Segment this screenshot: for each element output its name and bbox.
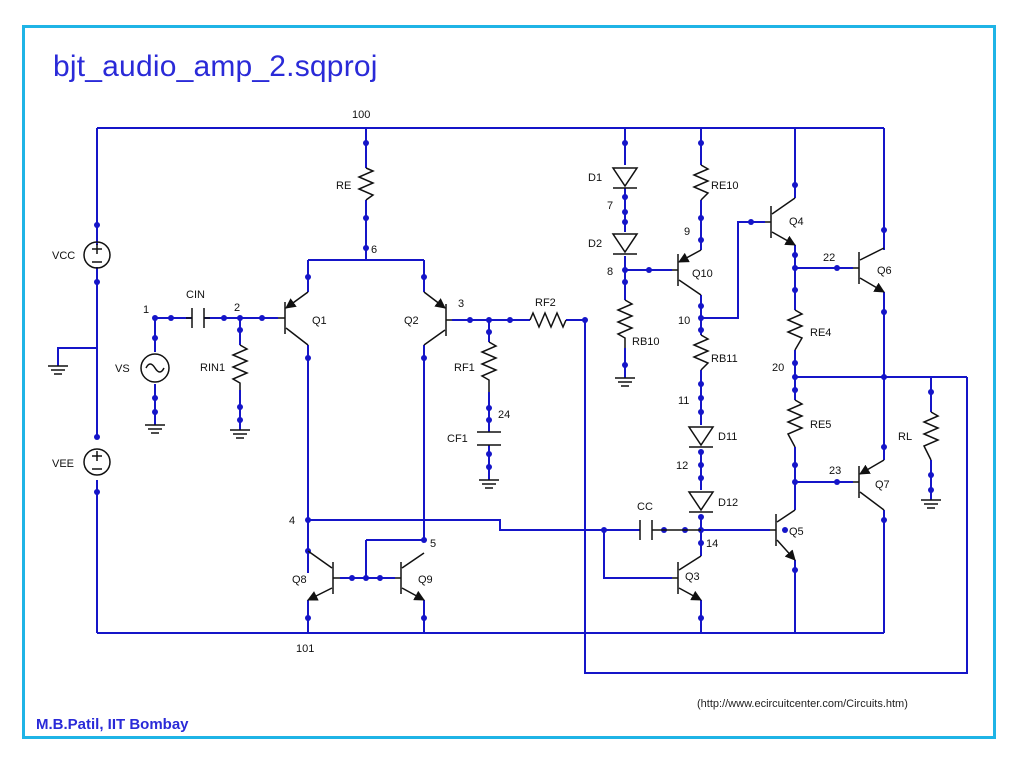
node-label-14: 14 [706,538,718,550]
node-label-7: 7 [607,200,613,212]
node-label-2: 2 [234,302,240,314]
q1-transistor-symbol [278,291,309,346]
q8-label: Q8 [292,574,307,586]
node-label-6: 6 [371,244,377,256]
ground-symbol [615,377,635,387]
q10-label: Q10 [692,268,713,280]
node-label-24: 24 [498,409,510,421]
rf1-label: RF1 [454,362,475,374]
rf2-label: RF2 [535,297,556,309]
d1-label: D1 [588,172,602,184]
slide-title: bjt_audio_amp_2.sqproj [53,50,378,83]
node-label-20: 20 [772,362,784,374]
q5-transistor-symbol [770,509,796,561]
wires [57,127,968,674]
q9-transistor-symbol [395,552,425,601]
q1-label: Q1 [312,315,327,327]
vee-source-symbol [83,448,111,476]
cin-capacitor-symbol [186,308,210,328]
rl-resistor-symbol [922,411,940,461]
re-resistor-symbol [357,167,375,201]
q2-transistor-symbol [423,291,452,346]
rb10-resistor-symbol [616,299,634,348]
node-label-8: 8 [607,266,613,278]
cf1-capacitor-symbol [477,431,501,446]
d1-diode-symbol [611,167,639,189]
node-label-3: 3 [458,298,464,310]
ground-symbol [48,365,68,375]
d2-diode-symbol [611,233,639,255]
vcc-source-symbol [83,241,111,269]
node-label-23: 23 [829,465,841,477]
rf1-resistor-symbol [480,341,498,392]
q8-transistor-symbol [307,550,340,601]
rin1-resistor-symbol [231,344,249,390]
node-label-9: 9 [684,226,690,238]
slide-frame [22,25,996,739]
q4-transistor-symbol [765,197,796,246]
re5-label: RE5 [810,419,831,431]
re4-label: RE4 [810,327,831,339]
d11-label: D11 [718,431,737,443]
rb10-label: RB10 [632,336,660,348]
node-dots [94,140,934,621]
ground-symbol [230,429,250,439]
q3-label: Q3 [685,571,700,583]
d11-diode-symbol [687,426,715,448]
node-label-101: 101 [296,643,314,655]
rb11-resistor-symbol [692,334,710,371]
node-label-10: 10 [678,315,690,327]
q2-label: Q2 [404,315,419,327]
q9-label: Q9 [418,574,433,586]
q10-transistor-symbol [672,249,702,296]
node-label-12: 12 [676,460,688,472]
components [48,164,941,601]
source-url-text: (http://www.ecircuitcenter.com/Circuits.… [697,698,908,710]
re10-resistor-symbol [692,164,710,201]
re5-resistor-symbol [786,399,804,448]
ground-symbol [145,424,165,434]
rl-label: RL [898,431,912,443]
d12-diode-symbol [687,491,715,513]
q3-transistor-symbol [672,555,702,601]
node-label-5: 5 [430,538,436,550]
re-label: RE [336,180,351,192]
rb11-label: RB11 [711,353,738,365]
d2-label: D2 [588,238,602,250]
vs-source-symbol [140,353,170,383]
cf1-label: CF1 [447,433,468,445]
q6-transistor-symbol [853,247,885,293]
q7-transistor-symbol [853,459,885,511]
d12-label: D12 [718,497,738,509]
cin-label: CIN [186,289,205,301]
node-label-100: 100 [352,109,370,121]
cc-capacitor-symbol [639,520,701,540]
q7-label: Q7 [875,479,890,491]
q6-label: Q6 [877,265,892,277]
node-label-11: 11 [678,395,689,407]
vee-label: VEE [52,458,74,470]
rf2-resistor-symbol [529,311,567,329]
node-label-4: 4 [289,515,295,527]
node-label-1: 1 [143,304,149,316]
vcc-label: VCC [52,250,75,262]
labels: 100 101 1 2 3 4 5 6 7 8 9 10 11 12 14 20… [52,109,912,655]
ground-symbol [479,479,499,489]
rin1-label: RIN1 [200,362,225,374]
ground-symbol [921,499,941,509]
re4-resistor-symbol [786,309,804,351]
re10-label: RE10 [711,180,739,192]
q5-label: Q5 [789,526,804,538]
q4-label: Q4 [789,216,804,228]
cc-label: CC [637,501,653,513]
node-label-22: 22 [823,252,835,264]
author-credit: M.B.Patil, IIT Bombay [36,716,189,733]
vs-label: VS [115,363,130,375]
